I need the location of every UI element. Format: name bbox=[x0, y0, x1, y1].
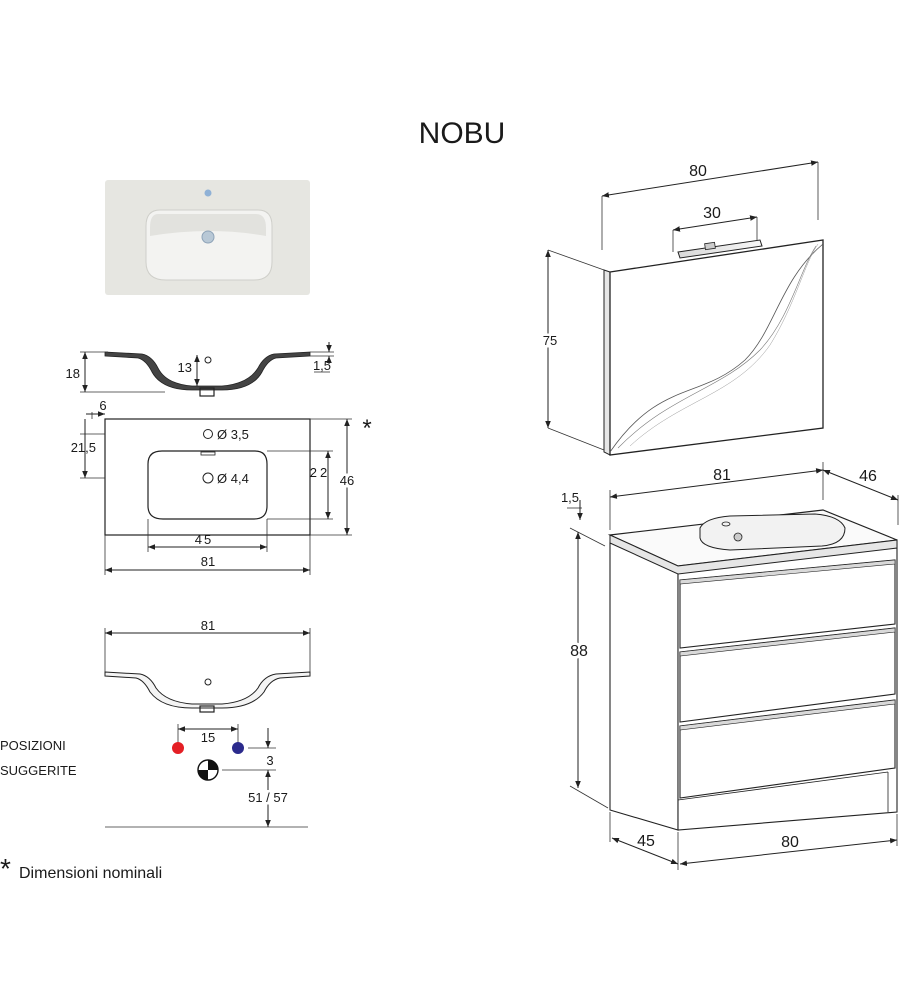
plan-bowl bbox=[147, 450, 268, 520]
dim-bowl-width: 45 bbox=[195, 532, 213, 547]
cabinet-tap-hole bbox=[721, 521, 731, 527]
tap-hole-label: Ø 3,5 bbox=[217, 427, 249, 442]
section-top-profile bbox=[104, 351, 311, 391]
drain-target-icon bbox=[197, 759, 219, 781]
positions-label-line2: SUGGERITE bbox=[0, 763, 77, 778]
cabinet-plinth-line bbox=[677, 771, 889, 801]
mirror-view: 80 30 75 bbox=[540, 160, 824, 456]
countertop-front-edge bbox=[609, 534, 898, 575]
cabinet-side bbox=[609, 542, 679, 831]
mirror-edge bbox=[603, 269, 611, 456]
dim-rim-thickness: 1,5 bbox=[313, 358, 331, 373]
section-bottom-drain bbox=[199, 705, 215, 713]
dim-lamp-width: 30 bbox=[703, 205, 721, 222]
section-bottom-hole bbox=[204, 678, 212, 686]
footnote-text: Dimensioni nominali bbox=[19, 865, 162, 882]
drain-hole-label: Ø 4,4 bbox=[217, 471, 249, 486]
dim-top-depth: 46 bbox=[859, 468, 877, 485]
drawer-3[interactable] bbox=[679, 699, 896, 799]
drawer-1[interactable] bbox=[679, 559, 896, 649]
nominal-asterisk: * bbox=[362, 415, 371, 442]
dim-mirror-width: 80 bbox=[689, 163, 707, 180]
dim-mirror-height: 75 bbox=[543, 333, 557, 348]
section-top-hole bbox=[204, 356, 212, 364]
mirror-wave-1 bbox=[609, 243, 824, 453]
dim-bowl-depth-top: 13 bbox=[178, 360, 192, 375]
positions-label-line1: POSIZIONI bbox=[0, 738, 66, 753]
dim-top-thickness: 1,5 bbox=[561, 490, 579, 505]
dim-valve-spacing: 15 bbox=[201, 730, 215, 745]
basin-photo-bowl-shadow bbox=[150, 214, 266, 236]
dim-hole-offset: 21,5 bbox=[71, 440, 96, 455]
mirror-wave-3 bbox=[629, 243, 819, 447]
tap-hole-dot bbox=[204, 189, 212, 197]
plan-overflow bbox=[200, 451, 216, 456]
dim-cabinet-depth: 45 bbox=[637, 833, 655, 850]
dim-valve-offset: 3 bbox=[266, 753, 273, 768]
dim-section-width: 81 bbox=[201, 618, 215, 633]
footnote-asterisk: * bbox=[0, 853, 11, 884]
cabinet-view: 81 46 1,5 bbox=[561, 462, 899, 870]
drawer-2[interactable] bbox=[679, 627, 896, 723]
drawer-3-handle[interactable] bbox=[679, 699, 896, 731]
basin-section-bottom: 81 bbox=[104, 618, 311, 713]
cold-water-dot bbox=[232, 742, 244, 754]
dim-cabinet-height: 88 bbox=[570, 643, 588, 660]
mirror-panel bbox=[609, 239, 824, 456]
mirror-wave-2 bbox=[617, 245, 817, 449]
dim-bowl-depth-plan: 22 bbox=[310, 465, 330, 480]
cabinet-basin-bowl bbox=[699, 513, 846, 551]
dim-basin-depth: 46 bbox=[340, 473, 354, 488]
drawer-1-handle[interactable] bbox=[679, 559, 896, 585]
dim-cabinet-width: 80 bbox=[781, 834, 799, 851]
page-title: NOBU bbox=[419, 117, 506, 150]
basin-plan-view: Ø 3,5 Ø 4,4 6 21,5 22 46 * 45 81 bbox=[71, 398, 372, 575]
basin-section-top: 18 13 1,5 bbox=[66, 342, 334, 397]
section-bottom-profile bbox=[104, 671, 311, 709]
drawer-2-handle[interactable] bbox=[679, 627, 896, 657]
plan-outline bbox=[104, 418, 311, 536]
section-top-drain bbox=[199, 387, 215, 397]
basin-photo bbox=[105, 180, 310, 295]
dim-edge-offset: 6 bbox=[99, 398, 106, 413]
suggested-positions: POSIZIONI SUGGERITE 15 3 51 / 57 bbox=[0, 724, 308, 828]
drain-dot bbox=[201, 230, 215, 244]
cabinet-drain bbox=[733, 532, 743, 542]
drain-hole bbox=[202, 472, 214, 484]
lamp bbox=[677, 239, 763, 259]
lamp-bracket bbox=[704, 241, 716, 251]
dim-top-width: 81 bbox=[713, 467, 731, 484]
dim-section-height: 18 bbox=[66, 366, 80, 381]
dim-drain-height: 51 / 57 bbox=[248, 790, 288, 805]
dim-basin-width: 81 bbox=[201, 554, 215, 569]
tap-hole bbox=[203, 429, 213, 439]
hot-water-dot bbox=[172, 742, 184, 754]
